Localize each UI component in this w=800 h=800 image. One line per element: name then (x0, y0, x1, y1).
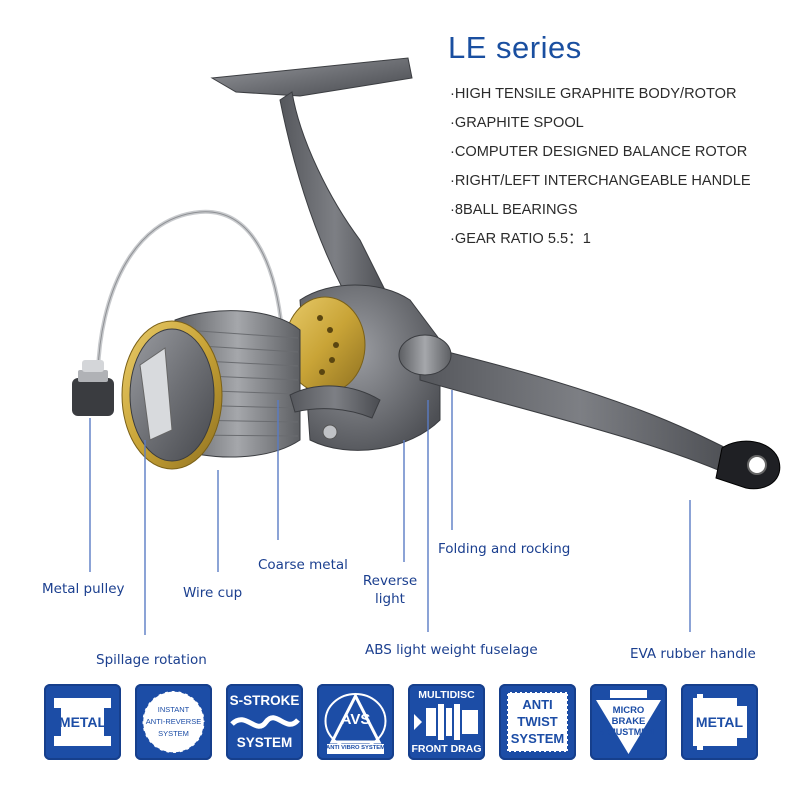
series-title: LE series (448, 30, 582, 65)
feature-badges: METAL INSTANT ANTI-REVERSE SYSTEM S-STRO… (44, 684, 758, 760)
badge-instant-line2: ANTI-REVERSE (145, 717, 202, 726)
badge-avs-logo: AVS (340, 711, 371, 728)
callout-reverse-light-line1: Reverse (362, 573, 418, 589)
s-wave-icon (230, 715, 300, 729)
spec-item: ·GRAPHITE SPOOL (450, 115, 584, 131)
callout-reverse-light-line2: light (375, 591, 405, 607)
badge-anti-twist: ANTI TWIST SYSTEM (499, 684, 576, 760)
badge-antitwist-line1: ANTI (522, 697, 553, 712)
micro-brake-arrow-icon (596, 690, 661, 754)
spec-item: ·COMPUTER DESIGNED BALANCE ROTOR (450, 144, 748, 160)
reel-foot (210, 57, 413, 97)
spec-item: ·8BALL BEARINGS (450, 202, 578, 218)
metal-gear-icon (693, 694, 747, 750)
callout-spillage-rotation: Spillage rotation (96, 652, 207, 668)
anti-reverse-circle-icon (141, 690, 206, 754)
badge-micro-line3: ADJUSTMENT (597, 727, 660, 737)
badge-multidisc-line2: FRONT DRAG (411, 743, 482, 755)
badge-metal2-label: METAL (695, 714, 744, 730)
badge-avs: AVS ANTI VIBRO SYSTEM (317, 684, 394, 760)
spec-item: ·HIGH TENSILE GRAPHITE BODY/ROTOR (450, 86, 737, 102)
callout-wire-cup: Wire cup (183, 585, 243, 601)
handle-arm (419, 344, 741, 476)
callout-coarse-metal: Coarse metal (258, 557, 348, 573)
callout-reverse-light: Reverse light (356, 573, 424, 607)
badge-antitwist-line2: TWIST (517, 714, 558, 729)
badge-micro-brake: MICRO BRAKE ADJUSTMENT (590, 684, 667, 760)
spec-item: ·RIGHT/LEFT INTERCHANGEABLE HANDLE (450, 173, 751, 189)
badge-instant-anti-reverse: INSTANT ANTI-REVERSE SYSTEM (135, 684, 212, 760)
callout-folding-rocking: Folding and rocking (438, 541, 571, 557)
callout-leader-lines (89, 390, 691, 635)
badge-multidisc: MULTIDISC FRONT DRAG (408, 684, 485, 760)
badge-avs-caption: ANTI VIBRO SYSTEM (326, 745, 385, 751)
badge-instant-line1: INSTANT (157, 705, 190, 714)
anti-twist-shape-icon (506, 691, 569, 753)
badge-metal-spool: METAL (44, 684, 121, 760)
line-roller (72, 378, 114, 416)
handle-hub (398, 334, 452, 376)
callout-abs-fuselage: ABS light weight fuselage (365, 642, 538, 658)
callout-metal-pulley: Metal pulley (42, 581, 125, 597)
badge-micro-line2: BRAKE (611, 716, 646, 727)
spec-list: ·HIGH TENSILE GRAPHITE BODY/ROTOR ·GRAPH… (450, 80, 751, 254)
reel-stem (279, 91, 391, 321)
badge-antitwist-line3: SYSTEM (510, 731, 565, 746)
multidisc-drag-icon (414, 704, 478, 740)
badge-sstroke-line2: SYSTEM (236, 735, 293, 750)
avs-triangle-icon (324, 692, 387, 754)
badge-sstroke-line1: S-STROKE (229, 693, 300, 708)
bail-arm (289, 385, 381, 419)
spec-item: ·GEAR RATIO 5.5：1 (450, 231, 591, 247)
metal-spool-icon (54, 698, 111, 746)
badge-s-stroke: S-STROKE SYSTEM (226, 684, 303, 760)
badge-micro-line1: MICRO (612, 705, 645, 716)
callout-eva-handle: EVA rubber handle (630, 646, 756, 662)
drag-knob (139, 347, 173, 441)
badge-metal-label: METAL (58, 714, 107, 730)
badge-metal-gear: METAL (681, 684, 758, 760)
badge-instant-line3: SYSTEM (158, 729, 189, 738)
badge-multidisc-line1: MULTIDISC (418, 689, 475, 701)
